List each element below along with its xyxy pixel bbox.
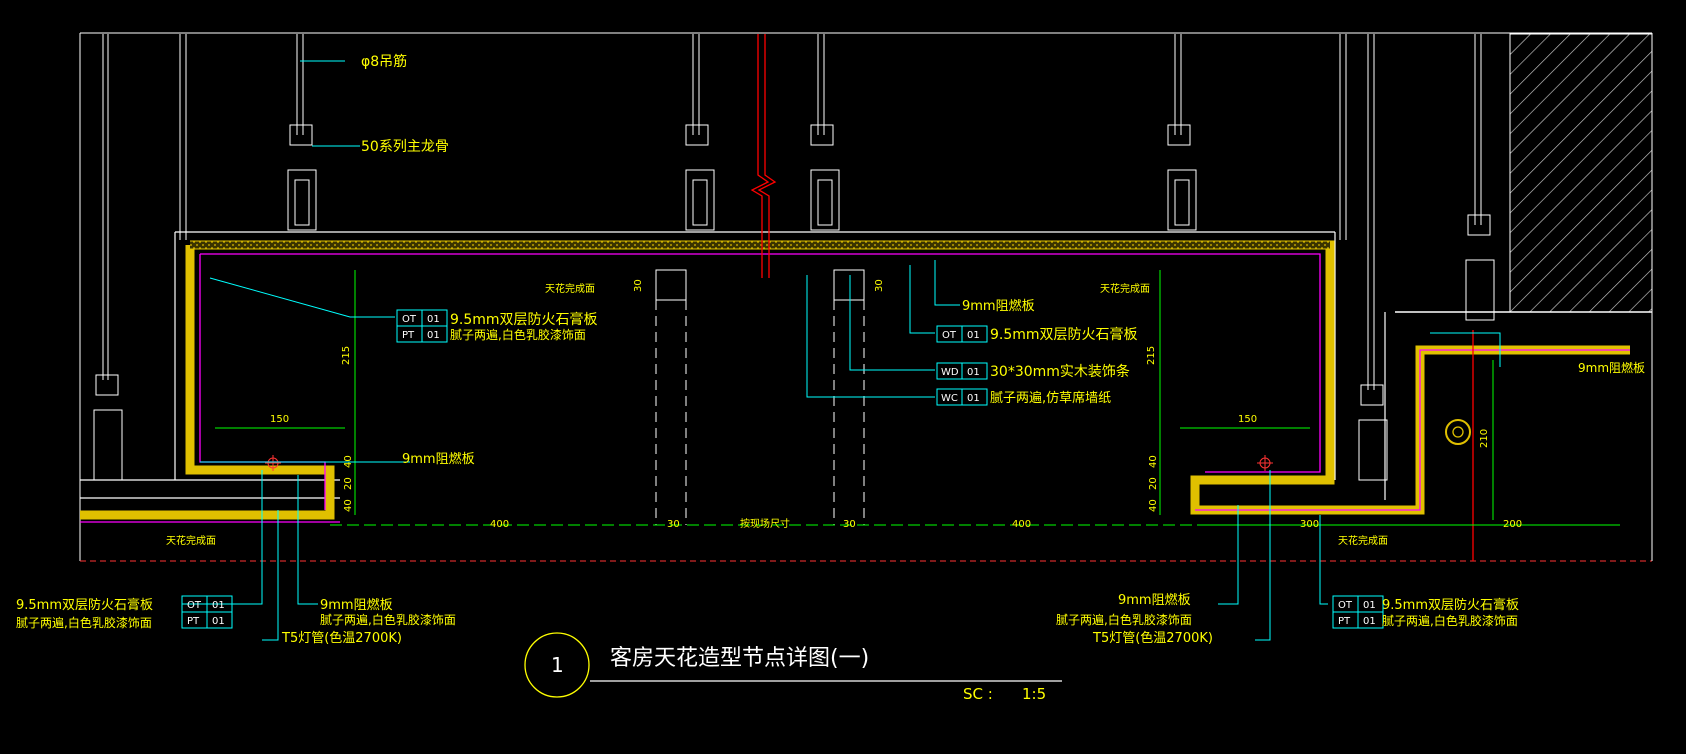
- top-framing: [80, 231, 1386, 500]
- lamp-marker-left: [265, 455, 281, 471]
- title-texts: 1 客房天花造型节点详图(一) SC : 1:5: [551, 646, 1046, 703]
- ceiling-finish-label: 天花完成面: [1100, 282, 1150, 295]
- fireboard-label: 9mm阻燃板: [320, 597, 393, 613]
- detail-number: 1: [551, 653, 564, 677]
- scale-label: SC :: [963, 685, 993, 703]
- dim-label: 215: [341, 346, 352, 365]
- dim-label: 150: [1238, 414, 1257, 425]
- finish-label: 腻子两遍,白色乳胶漆饰面: [1382, 613, 1518, 628]
- tag-num: 01: [967, 367, 980, 378]
- dim-label: 40: [343, 455, 354, 468]
- tag-code: PT: [1338, 616, 1351, 627]
- wood-strip-label: 30*30mm实木装饰条: [990, 363, 1130, 380]
- dim-label: 40: [1148, 499, 1159, 512]
- annotation-texts: φ8吊筋 50系列主龙骨 天花完成面 天花完成面 天花完成面 天花完成面 9.5…: [16, 53, 1645, 646]
- finish-label: 腻子两遍,白色乳胶漆饰面: [450, 327, 586, 342]
- fireboard-label: 9mm阻燃板: [962, 298, 1035, 314]
- dim-label: 按现场尺寸: [740, 517, 790, 530]
- tag-texts: OT 01 PT 01 OT 01 WD 01 WC 01 OT 01 PT 0…: [187, 314, 1376, 627]
- leader-lines: [182, 60, 1501, 641]
- dimension-texts: 215 215 150 150 30 30 40 20 40 40 20 40 …: [270, 279, 1522, 530]
- fireboard-label: 9mm阻燃板: [1578, 360, 1645, 375]
- dim-label: 40: [343, 499, 354, 512]
- ceiling-finish-label: 天花完成面: [545, 282, 595, 295]
- finish-label: 腻子两遍,白色乳胶漆饰面: [320, 612, 456, 627]
- dim-label: 30: [843, 519, 856, 530]
- dim-label: 210: [1479, 429, 1490, 448]
- break-line: [750, 34, 1474, 561]
- t5-lamp-right: [1445, 419, 1471, 445]
- tag-num: 01: [967, 330, 980, 341]
- tag-code: OT: [1338, 600, 1353, 611]
- lamp-marker-right: [1257, 455, 1273, 471]
- tag-num: 01: [427, 314, 440, 325]
- wallpaper-label: 腻子两遍,仿草席墙纸: [990, 390, 1111, 406]
- dim-label: 400: [490, 519, 509, 530]
- hanger-rod-label: φ8吊筋: [361, 53, 407, 70]
- dim-label: 30: [633, 279, 644, 292]
- tag-num: 01: [1363, 616, 1376, 627]
- gypsum-board-label: 9.5mm双层防火石膏板: [1382, 597, 1519, 613]
- tag-num: 01: [212, 600, 225, 611]
- fireboard-label: 9mm阻燃板: [402, 451, 475, 467]
- drawing-title: 客房天花造型节点详图(一): [610, 646, 869, 671]
- detail-number-circle: [524, 632, 590, 698]
- finish-label: 腻子两遍,白色乳胶漆饰面: [16, 615, 152, 630]
- finish-label: 腻子两遍,白色乳胶漆饰面: [1056, 612, 1192, 627]
- dim-label: 30: [874, 279, 885, 292]
- tag-num: 01: [212, 616, 225, 627]
- lamp-label: T5灯管(色温2700K): [281, 630, 402, 646]
- ceiling-finish-label: 天花完成面: [1338, 534, 1388, 547]
- concrete-wall: [1395, 33, 1653, 313]
- tag-boxes: [181, 309, 1384, 629]
- ceiling-boards: [80, 240, 1630, 523]
- scale-value: 1:5: [1022, 685, 1046, 703]
- tag-code: WC: [941, 393, 958, 404]
- gypsum-board-label: 9.5mm双层防火石膏板: [990, 326, 1138, 343]
- dim-label: 40: [1148, 455, 1159, 468]
- gypsum-board-label: 9.5mm双层防火石膏板: [450, 311, 598, 328]
- dim-label: 200: [1503, 519, 1522, 530]
- tag-code: PT: [402, 330, 415, 341]
- tag-code: PT: [187, 616, 200, 627]
- dim-label: 20: [343, 477, 354, 490]
- tag-code: OT: [187, 600, 202, 611]
- hanger-rods: [102, 34, 1482, 390]
- ceiling-finish-label: 天花完成面: [166, 534, 216, 547]
- dim-label: 215: [1146, 346, 1157, 365]
- title-block: [524, 632, 1062, 698]
- dim-label: 150: [270, 414, 289, 425]
- tag-code: OT: [942, 330, 957, 341]
- gypsum-board-label: 9.5mm双层防火石膏板: [16, 597, 153, 613]
- tag-num: 01: [427, 330, 440, 341]
- wood-strips: [655, 269, 865, 525]
- tag-code: WD: [941, 367, 959, 378]
- tag-num: 01: [1363, 600, 1376, 611]
- dim-label: 400: [1012, 519, 1031, 530]
- dim-label: 300: [1300, 519, 1319, 530]
- fireboard-label: 9mm阻燃板: [1118, 592, 1191, 608]
- tag-code: OT: [402, 314, 417, 325]
- tag-num: 01: [967, 393, 980, 404]
- dim-label: 30: [667, 519, 680, 530]
- main-keel-label: 50系列主龙骨: [361, 139, 449, 155]
- lamp-label: T5灯管(色温2700K): [1092, 630, 1213, 646]
- dim-label: 20: [1148, 477, 1159, 490]
- main-keels: [93, 124, 1495, 481]
